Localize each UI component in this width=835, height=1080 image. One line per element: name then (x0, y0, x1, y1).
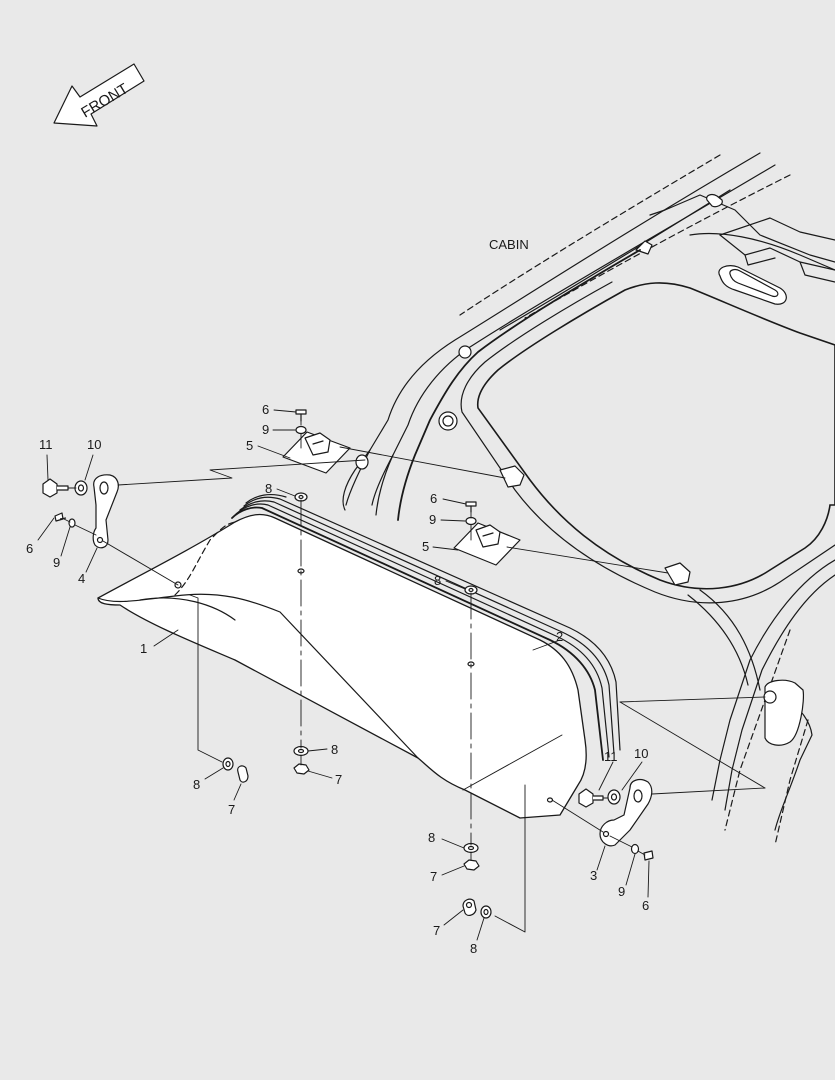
front-arrow-icon: FRONT (53, 63, 145, 127)
washer-8-left-lower (222, 757, 234, 771)
washer-8-left-upper (294, 492, 308, 502)
callout-8-bottom: 8 (470, 941, 477, 956)
callout-8-left-lower: 8 (193, 777, 200, 792)
washer-9-right (630, 843, 640, 855)
callout-6-right: 6 (642, 898, 649, 913)
callout-11-right: 11 (604, 749, 618, 764)
callout-7-left: 7 (228, 802, 235, 817)
panel-1 (97, 513, 587, 819)
washer-8-right-upper (464, 585, 478, 595)
seal-strip-2 (231, 493, 621, 761)
assembly-lines (63, 420, 766, 933)
cabin-label: CABIN (489, 237, 529, 252)
bracket-5-right (453, 522, 521, 566)
callout-9-top-left: 9 (262, 422, 269, 437)
callout-1: 1 (140, 641, 147, 656)
callout-6-left: 6 (26, 541, 33, 556)
washer-10-right (607, 789, 621, 805)
callout-7-mid-left: 7 (335, 772, 342, 787)
callout-10-left: 10 (87, 437, 101, 452)
nut-7-left (237, 765, 249, 783)
callout-7-mid-right: 7 (430, 869, 437, 884)
washer-9-top-right (465, 516, 477, 526)
callout-11-left: 11 (39, 437, 53, 452)
nut-7-mid-left (293, 763, 310, 775)
callout-labels: CABIN 11 10 6 9 4 6 9 5 8 6 9 5 8 1 2 8 … (26, 237, 649, 956)
washer-10-left (74, 480, 88, 496)
bracket-4-left (92, 474, 119, 549)
callout-8-right-lower: 8 (428, 830, 435, 845)
bolt-11-left (42, 478, 69, 498)
callout-6-top-right: 6 (430, 491, 437, 506)
callout-9-left: 9 (53, 555, 60, 570)
callout-7-bottom: 7 (433, 923, 440, 938)
callout-8-right-upper: 8 (434, 573, 441, 588)
screw-6-left (54, 512, 67, 522)
nut-7-mid-right (463, 859, 480, 871)
screw-6-top-right (465, 501, 477, 513)
washer-9-top-left (295, 425, 307, 435)
bracket-3-right (599, 778, 653, 847)
bracket-5-left (282, 431, 351, 474)
callout-9-top-right: 9 (429, 512, 436, 527)
washer-8-bottom (480, 905, 492, 919)
callout-8-left-upper: 8 (265, 481, 272, 496)
callout-leaders (37, 409, 650, 941)
callout-6-top-left: 6 (262, 402, 269, 417)
screw-6-top-left (295, 409, 307, 422)
callout-9-right: 9 (618, 884, 625, 899)
callout-3: 3 (590, 868, 597, 883)
bolt-11-right (578, 788, 604, 808)
callout-2: 2 (556, 629, 563, 644)
cabin-outline (342, 152, 835, 846)
callout-8-mid-lower: 8 (331, 742, 338, 757)
callout-5-right: 5 (422, 539, 429, 554)
screw-6-right (643, 850, 654, 861)
callout-5-left: 5 (246, 438, 253, 453)
callout-4: 4 (78, 571, 85, 586)
nut-7-bottom (462, 898, 477, 916)
callout-10-right: 10 (634, 746, 648, 761)
washer-9-left (68, 518, 76, 528)
